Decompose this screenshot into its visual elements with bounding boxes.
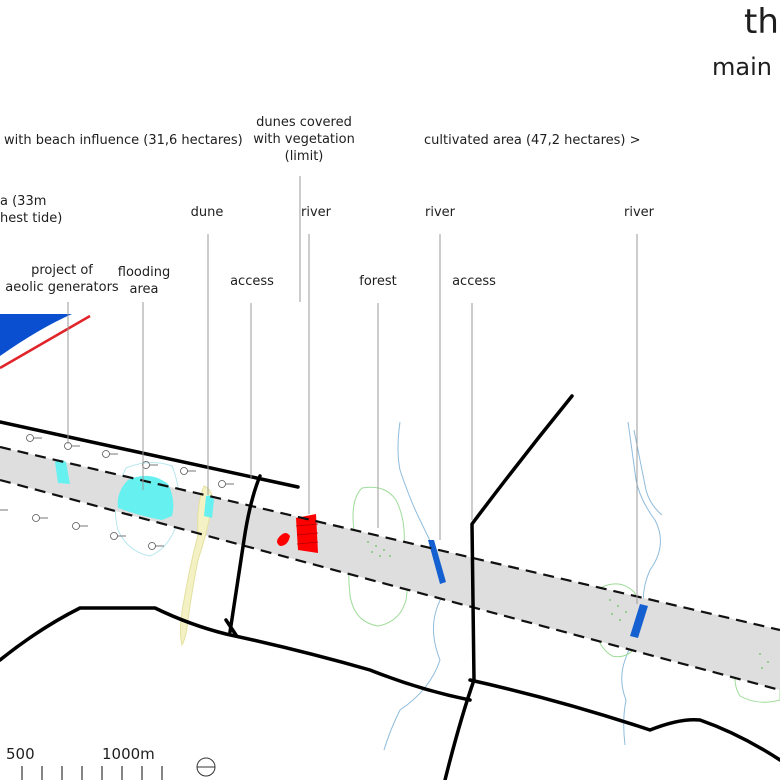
label-forest: forest	[359, 274, 397, 289]
label-aeolic-line1: project of	[31, 263, 93, 278]
sea-area	[0, 314, 72, 356]
road-access-1-fork	[224, 618, 238, 637]
map-title: th	[744, 2, 779, 42]
forest-dots	[367, 541, 769, 669]
flooding-area	[117, 475, 174, 520]
label-beach-influence: with beach influence (31,6 hectares)	[4, 133, 243, 148]
flooding-patch-small	[55, 460, 70, 484]
label-sea-area-line2: hest tide)	[0, 211, 63, 226]
label-dunes-vegetation-line2: with vegetation	[253, 132, 355, 147]
generator-06	[218, 480, 234, 488]
label-dunes-vegetation-line3: (limit)	[284, 149, 324, 164]
generator-08	[72, 522, 88, 530]
river-thin-3	[633, 429, 663, 516]
generator-03	[102, 450, 118, 458]
corridor-band	[0, 447, 780, 690]
label-flooding-area: flooding area	[118, 264, 170, 298]
river-zone-red-small	[277, 533, 290, 546]
label-river-2: river	[425, 205, 455, 220]
label-sea-area-line1: a (33m	[0, 194, 47, 209]
generator-05	[180, 467, 196, 475]
label-access-1: access	[230, 274, 274, 289]
label-aeolic-generators: project of aeolic generators	[5, 262, 118, 296]
river-crossing-2	[630, 604, 648, 638]
river-thin-2	[621, 421, 661, 746]
north-arrow-icon	[196, 757, 216, 777]
road-top	[0, 420, 300, 489]
map-subtitle: main	[712, 53, 772, 81]
road-access-2	[443, 394, 574, 780]
road-access-1	[228, 474, 262, 634]
road-bottom	[0, 606, 472, 702]
label-flooding-line2: area	[129, 282, 159, 297]
aeolic-generators	[0, 434, 234, 550]
river-crossing-1	[428, 540, 446, 584]
corridor-border-top	[0, 445, 780, 632]
coast-line	[0, 314, 91, 370]
label-aeolic-line2: aeolic generators	[5, 280, 119, 295]
scale-label-500: 500	[6, 745, 35, 763]
label-river-3: river	[624, 205, 654, 220]
scale-label-1000m: 1000m	[102, 745, 155, 763]
scale-bar-ticks	[21, 766, 163, 780]
flooding-patch-dune	[204, 495, 214, 518]
flooding-outline	[114, 462, 180, 557]
corridor-border-bottom	[0, 478, 780, 692]
generator-01	[26, 434, 42, 442]
label-flooding-line1: flooding	[117, 265, 171, 280]
label-access-2: access	[452, 274, 496, 289]
river-zone-ticks	[295, 523, 319, 545]
label-cultivated-area: cultivated area (47,2 hectares) >	[424, 133, 641, 148]
label-sea-area: a (33m hest tide)	[0, 193, 62, 227]
leader-lines	[67, 176, 638, 604]
label-dunes-vegetation: dunes covered with vegetation (limit)	[253, 114, 355, 165]
roads	[0, 394, 780, 780]
label-river-1: river	[301, 205, 331, 220]
generator-07	[32, 514, 48, 522]
generator-02	[64, 442, 80, 450]
road-east	[468, 678, 780, 762]
label-dunes-vegetation-line1: dunes covered	[256, 115, 352, 130]
generator-09	[110, 532, 126, 540]
generator-10	[148, 542, 164, 550]
label-dune: dune	[190, 205, 224, 220]
